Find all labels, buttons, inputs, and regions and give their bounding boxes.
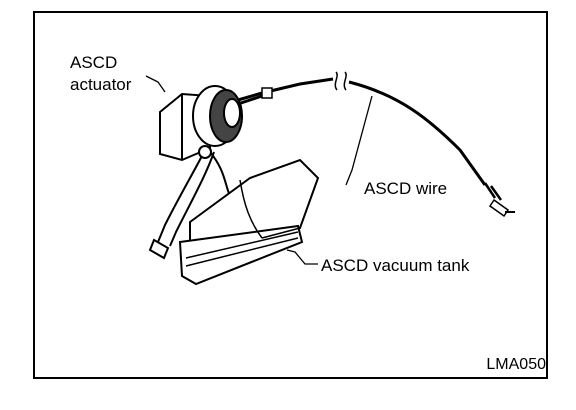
ascd-wire <box>237 71 515 218</box>
ascd-actuator <box>159 85 263 162</box>
vacuum-hose <box>148 145 231 260</box>
ascd-vacuum-tank <box>178 158 320 286</box>
figure-id: LMA050 <box>486 356 546 373</box>
actuator-label-line1: ASCD <box>70 53 118 72</box>
wire-label: ASCD wire <box>364 179 448 198</box>
leader-lines <box>145 75 373 265</box>
vacuum-tank-label: ASCD vacuum tank <box>321 256 470 275</box>
actuator-label-line2: actuator <box>70 75 132 94</box>
actuator-label: ASCD actuator <box>70 52 160 96</box>
